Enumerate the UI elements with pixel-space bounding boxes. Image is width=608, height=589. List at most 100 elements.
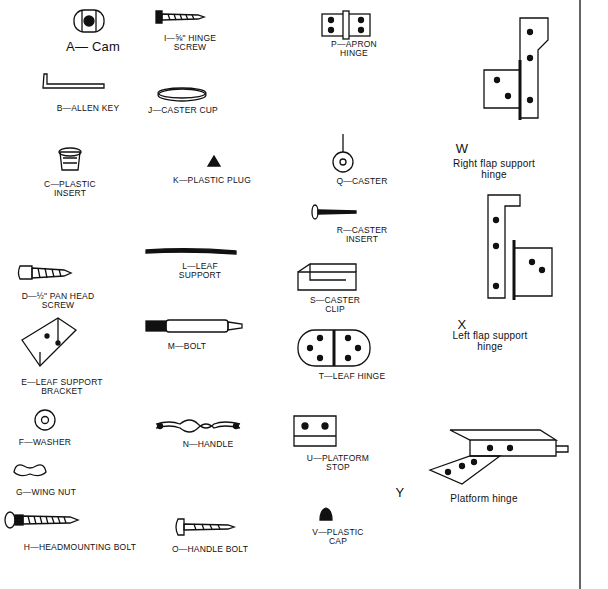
hinge-screw-part <box>168 14 194 20</box>
headmounting-bolt-part <box>28 516 66 524</box>
hinge-screw-part <box>156 11 162 23</box>
part-label: W <box>455 142 469 156</box>
caster-cup-part <box>158 88 206 101</box>
leaf-support-part <box>146 249 236 254</box>
leaf-support-bracket-part <box>56 341 60 345</box>
platform-hinge-part <box>470 440 556 456</box>
part-label: B—ALLEN KEY <box>48 104 128 113</box>
caster-part <box>333 152 353 172</box>
caster-insert-part <box>312 205 318 219</box>
wing-nut-part <box>14 465 46 476</box>
leaf-support-bracket-part <box>45 334 49 338</box>
platform-hinge-part <box>488 446 493 451</box>
platform-hinge-part <box>472 460 477 465</box>
platform-hinge-part <box>430 430 568 484</box>
handle-part <box>156 420 240 432</box>
part-label: E—LEAF SUPPORT BRACKET <box>17 378 107 396</box>
border-line <box>579 0 580 589</box>
platform-stop-part <box>294 416 336 446</box>
right-flap-hinge-part <box>484 70 520 108</box>
right-flap-hinge-part <box>528 98 533 103</box>
bolt-part <box>146 320 242 332</box>
apron-hinge-part <box>359 28 364 33</box>
caster-cup-part <box>158 88 206 98</box>
caster-cup-part <box>158 89 206 101</box>
leaf-hinge-part <box>346 356 351 361</box>
leaf-hinge-part <box>346 336 351 341</box>
leaf-hinge-part <box>318 336 323 341</box>
platform-stop-part <box>294 435 336 436</box>
platform-hinge-part <box>430 456 500 484</box>
left-flap-hinge-part <box>488 195 552 300</box>
left-flap-hinge-part <box>494 284 499 289</box>
platform-hinge-part <box>460 464 465 469</box>
part-label: X <box>455 318 469 332</box>
hinge-screw-part <box>162 14 204 20</box>
washer-part <box>35 410 55 430</box>
part-label: F—WASHER <box>10 438 80 447</box>
right-flap-hinge-part <box>528 56 533 61</box>
right-flap-hinge-part <box>495 78 500 83</box>
caster-clip-part <box>310 264 346 280</box>
right-flap-hinge-part <box>484 18 548 120</box>
handle-part <box>156 420 240 428</box>
leaf-hinge-part <box>333 330 336 366</box>
pan-head-screw-part <box>19 266 72 279</box>
part-label: V—PLASTIC CAP <box>303 528 373 546</box>
hinge-screw-part <box>156 11 204 23</box>
caster-clip-part <box>298 264 356 290</box>
headmounting-bolt-part <box>5 512 15 528</box>
bolt-part <box>166 320 228 332</box>
left-flap-hinge-part <box>494 244 499 249</box>
leaf-support-part <box>146 249 236 254</box>
handle-bolt-part <box>176 519 234 535</box>
plastic-cap-part <box>320 508 332 520</box>
cam-part <box>81 10 82 32</box>
apron-hinge-part <box>343 11 349 39</box>
headmounting-bolt-part <box>5 512 78 528</box>
part-label: U—PLATFORM STOP <box>303 454 373 472</box>
apron-hinge-part <box>322 11 370 39</box>
leaf-support-bracket-part <box>22 318 76 366</box>
cam-part <box>74 10 104 32</box>
platform-hinge-part <box>450 430 556 440</box>
part-label: Platform hinge <box>434 493 534 504</box>
part-label: I—⅝" HINGE SCREW <box>155 34 225 52</box>
part-label: R—CASTER INSERT <box>327 226 397 244</box>
leaf-hinge-part <box>298 330 370 366</box>
handle-bolt-part <box>184 524 234 530</box>
part-label: N—HANDLE <box>168 440 248 449</box>
plastic-plug-part <box>208 156 220 166</box>
apron-hinge-part <box>359 18 364 23</box>
caster-insert-part <box>312 205 356 219</box>
bolt-part <box>228 322 242 330</box>
plastic-plug-part <box>208 156 220 166</box>
leaf-support-bracket-part <box>22 318 76 366</box>
headmounting-bolt-part <box>23 516 78 524</box>
part-label: Right flap support hinge <box>449 158 539 180</box>
plastic-cap-part <box>320 508 332 520</box>
part-label: Q—CASTER <box>322 177 402 186</box>
pan-head-screw-part <box>32 268 71 278</box>
plastic-insert-part <box>59 148 81 170</box>
left-flap-hinge-part <box>514 248 552 296</box>
plastic-insert-part <box>63 158 77 163</box>
right-flap-hinge-part <box>528 30 533 35</box>
part-label: Left flap support hinge <box>445 330 535 352</box>
left-flap-hinge-part <box>494 218 499 223</box>
platform-hinge-part <box>446 470 451 475</box>
pan-head-screw-part <box>19 266 33 279</box>
headmounting-bolt-part <box>15 515 23 525</box>
caster-insert-part <box>318 210 356 214</box>
part-label: Y <box>393 486 407 500</box>
part-label: H—HEADMOUNTING BOLT <box>15 543 145 552</box>
platform-stop-part <box>302 423 308 429</box>
leaf-hinge-part <box>308 346 313 351</box>
cam-part <box>95 10 96 32</box>
caster-part <box>342 134 343 152</box>
pan-head-screw-part <box>38 268 61 278</box>
left-flap-hinge-part <box>530 260 535 265</box>
bolt-part <box>146 321 166 331</box>
left-flap-hinge-part <box>540 268 545 273</box>
